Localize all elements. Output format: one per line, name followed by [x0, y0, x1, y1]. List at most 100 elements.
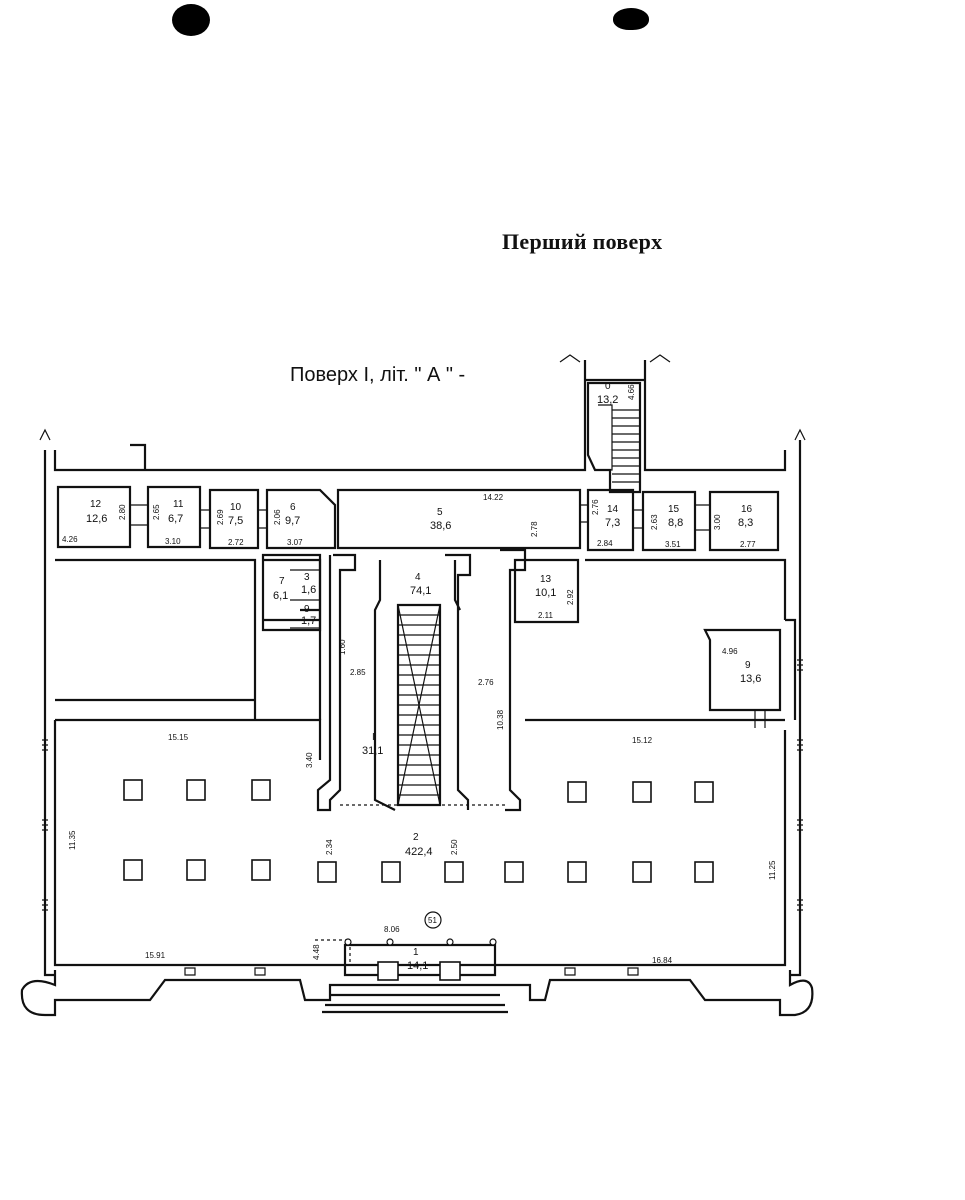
- room-2-area: 422,4: [405, 846, 433, 858]
- column: [567, 861, 587, 883]
- column: [123, 859, 143, 881]
- central-stair: [396, 603, 442, 807]
- dim-label: 11.25: [768, 860, 777, 880]
- room-14-area: 7,3: [605, 517, 620, 529]
- room-10-number: 10: [230, 502, 242, 513]
- room-11-outline: [146, 485, 202, 549]
- room-12-number: 12: [90, 499, 102, 510]
- column: [251, 779, 271, 801]
- column: [381, 861, 401, 883]
- room-14-number: 14: [607, 504, 619, 515]
- room-0-number: 0: [605, 381, 611, 392]
- room-10-area: 7,5: [228, 515, 243, 527]
- column: [377, 961, 399, 981]
- dim-label: 2.34: [325, 839, 334, 855]
- room-15-outline: [641, 490, 697, 552]
- hall-columns: [123, 779, 714, 981]
- column: [123, 779, 143, 801]
- dim-label: 2.11: [538, 611, 554, 620]
- room-7-area: 6,1: [273, 590, 288, 602]
- room-12-area: 12,6: [86, 513, 107, 525]
- dim-label: 2.63: [650, 514, 659, 530]
- room-14-outline: [586, 488, 635, 552]
- dim-label: 2.85: [350, 668, 366, 677]
- dim-label: 2.65: [152, 504, 161, 520]
- dim-label: 14.22: [483, 493, 504, 502]
- dim-label: 1.60: [338, 639, 347, 655]
- column: [504, 861, 524, 883]
- dim-label: 2.76: [591, 499, 600, 515]
- room-10-outline: [208, 488, 260, 550]
- dim-label: 2.06: [273, 509, 282, 525]
- dim-label: 15.12: [632, 736, 653, 745]
- dim-label: 2.80: [118, 504, 127, 520]
- room-16-area: 8,3: [738, 517, 753, 529]
- room-6-outline: [265, 488, 337, 550]
- column: [694, 781, 714, 803]
- room-4-number: 4: [415, 572, 421, 583]
- room-5-number: 5: [437, 507, 443, 518]
- dim-label: 2.92: [566, 589, 575, 605]
- room-6-number: 6: [290, 502, 296, 513]
- dim-label: 2.84: [597, 539, 613, 548]
- room-5-area: 38,6: [430, 520, 451, 532]
- room-13-number: 13: [540, 574, 552, 585]
- dim-label: 2.69: [216, 509, 225, 525]
- room-15-area: 8,8: [668, 517, 683, 529]
- room-0-area: 13,2: [597, 394, 618, 406]
- room-9-number: 9: [745, 660, 751, 671]
- section-marker-label: 51: [428, 916, 437, 925]
- dim-label: 8.06: [384, 925, 400, 934]
- outer-walls: [20, 354, 814, 1017]
- column: [632, 861, 652, 883]
- room-9-outline: [703, 628, 782, 712]
- room-5-outline: [336, 488, 582, 550]
- room-13-outline: [513, 558, 580, 624]
- dim-label: 10.38: [496, 709, 505, 730]
- punch-hole-left: [172, 4, 210, 36]
- room-I-area: 31,1: [362, 745, 383, 757]
- room-1-area: 14,1: [407, 960, 428, 972]
- plan-subheading: Поверх І, літ. " А " -: [290, 364, 466, 386]
- room-3-number: 3: [304, 572, 310, 583]
- room-7-number: 7: [279, 576, 285, 587]
- column: [186, 779, 206, 801]
- dim-label: 2.78: [530, 521, 539, 537]
- room-8-area: 1,7: [301, 615, 316, 627]
- room-13-area: 10,1: [535, 587, 556, 599]
- column: [439, 961, 461, 981]
- room-11-area: 6,7: [168, 513, 183, 525]
- dim-label: 2.72: [228, 538, 244, 547]
- column: [567, 781, 587, 803]
- room-7-outline: [261, 553, 322, 632]
- stair-0: [586, 381, 642, 494]
- dim-label: 2.76: [478, 678, 494, 687]
- room-1-outline: [343, 943, 497, 977]
- column: [186, 859, 206, 881]
- room-16-number: 16: [741, 504, 753, 515]
- dim-label: 15.91: [145, 951, 166, 960]
- room-labels: 0 13,2 12 12,6 11 6,7 10 7,5 6 9,7 5 38,…: [86, 381, 761, 972]
- floor-heading: Перший поверх: [502, 229, 663, 254]
- middle-walls: [53, 548, 797, 977]
- dim-label: 15.15: [168, 733, 189, 742]
- room-16-outline: [708, 490, 780, 552]
- dim-label: 11.35: [68, 830, 77, 850]
- room-2-number: 2: [413, 832, 419, 843]
- dim-label: 16.84: [652, 956, 673, 965]
- room-11-number: 11: [173, 499, 184, 510]
- column: [317, 861, 337, 883]
- dim-label: 3.51: [665, 540, 681, 549]
- dim-label: 3.00: [713, 514, 722, 530]
- room-12-outline: [56, 485, 132, 549]
- room-6-area: 9,7: [285, 515, 300, 527]
- column: [632, 781, 652, 803]
- dim-label: 4.26: [62, 535, 78, 544]
- window-marks: [42, 659, 803, 976]
- room-9-area: 13,6: [740, 673, 761, 685]
- dim-label: 3.40: [305, 752, 314, 768]
- room-I-number: I: [372, 732, 375, 743]
- top-row-rooms: [56, 485, 780, 552]
